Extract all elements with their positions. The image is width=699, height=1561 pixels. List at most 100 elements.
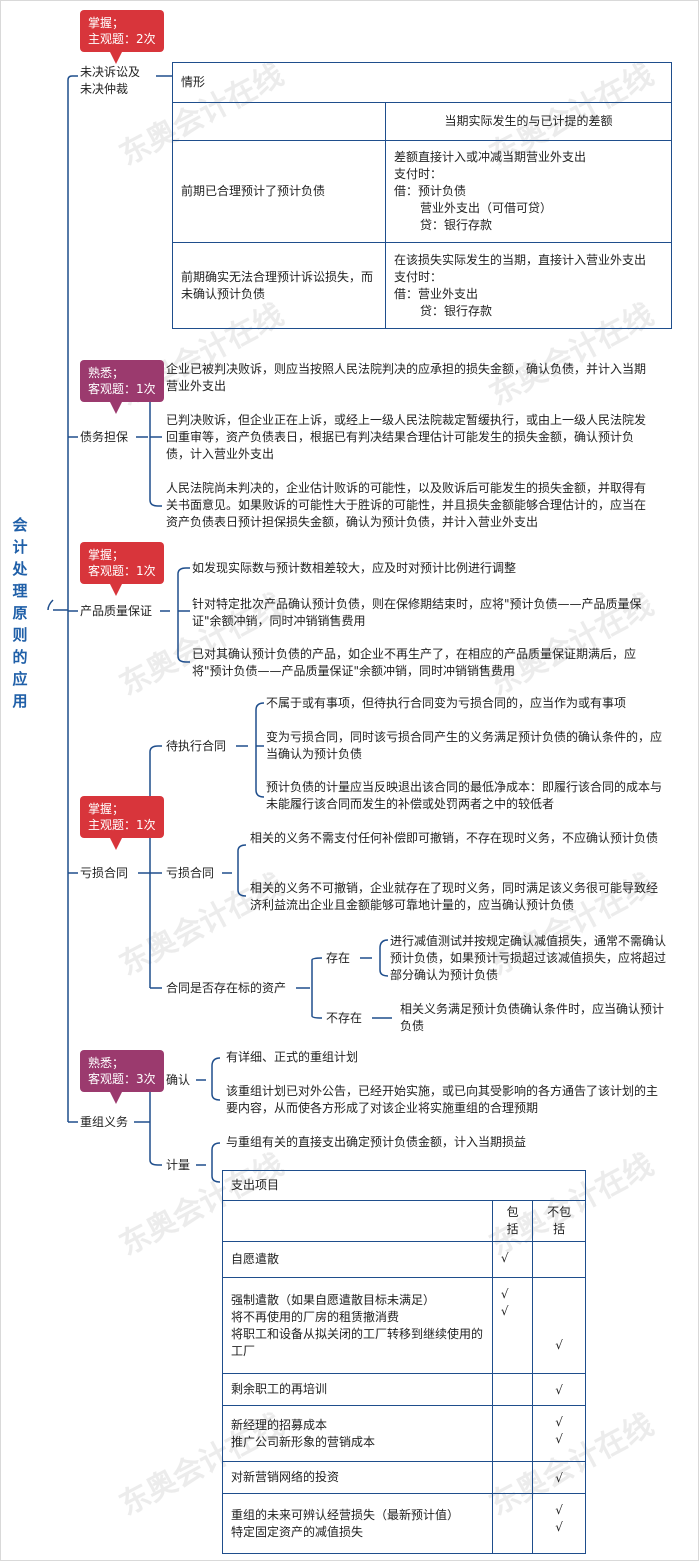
exclude-check: √ [555,1520,563,1534]
node-litigation-line2: 未决仲裁 [80,82,129,96]
exclude-cell [532,1241,586,1278]
badge-restructuring: 熟悉； 客观题：3次 [80,1050,164,1092]
expense-item: 强制遣散（如果自愿遣散目标未满足） [231,1292,436,1307]
badge-pointer [110,402,122,414]
badge-pointer [110,584,122,596]
badge-line: 熟悉； [88,366,125,380]
table-treatment: 在该损失实际发生的当期，直接计入营业外支出 支付时： 借：营业外支出 贷：银行存… [385,242,672,329]
exclude-check [541,1286,577,1303]
include-check [501,1414,524,1431]
treatment-line: 借：预计负债 [394,184,467,198]
expense-item-cell: 剩余职工的再培训 [222,1373,493,1406]
treatment-line: 贷：银行存款 [420,218,493,232]
badge-litigation: 掌握； 主观题：2次 [80,10,164,52]
recognize-item: 有详细、正式的重组计划 [226,1050,359,1064]
include-cell [491,1373,534,1406]
badge-line: 客观题：3次 [88,1072,156,1086]
include-check: √ [500,1287,509,1301]
include-cell [491,1493,534,1554]
table-case: 前期确实无法合理预计诉讼损失，而未确认预计负债 [172,242,386,329]
treatment-line: 贷：银行存款 [420,303,493,318]
badge-line: 客观题：1次 [88,564,156,578]
measure-text: 与重组有关的直接支出确定预计负债金额，计入当期损益 [226,1135,527,1149]
exclude-cell: √√ [532,1493,586,1554]
expense-rows: 自愿遣散√强制遣散（如果自愿遣散目标未满足）将不再使用的厂房的租赁撤消费将职工和… [222,1241,586,1554]
exclude-check: √ [555,1503,563,1517]
exclude-check: √ [555,1338,563,1352]
exclude-check: √ [555,1383,563,1397]
treatment-line: 差额直接计入或冲减当期营业外支出 [394,150,587,164]
not-exists-text: 相关义务满足预计负债确认条件时，应当确认预计负债 [400,1002,665,1033]
quality-item: 如发现实际数与预计数相差较大，应及时对预计比例进行调整 [192,561,517,575]
expense-item-cell: 自愿遣散 [222,1241,493,1278]
exists-label: 存在 [326,951,351,965]
node-restructuring: 重组义务 [80,1115,129,1129]
exclude-cell: √ [532,1461,586,1494]
diagram-title: 会计处理原则的应用 [10,514,30,712]
badge-line: 掌握； [88,16,125,30]
table-case: 前期已合理预计了预计负债 [172,140,386,243]
expense-item: 自愿遣散 [231,1252,280,1266]
badge-guarantee: 熟悉； 客观题：1次 [80,360,164,402]
treatment-line: 支付时： [394,167,443,181]
loss-item: 相关的义务不需支付任何补偿即可撤销，不存在现时义务，不应确认预计负债 [250,831,659,845]
badge-onerous: 掌握； 主观题：1次 [80,796,164,838]
include-check: √ [500,1304,509,1318]
treatment-line: 营业外支出（可借可贷） [420,201,553,215]
node-litigation-line1: 未决诉讼及 [80,65,141,79]
pending-item: 不属于或有事项，但待执行合同变为亏损合同的，应当作为或有事项 [266,696,627,710]
badge-line: 客观题：1次 [88,382,156,396]
include-cell [491,1461,534,1494]
node-guarantee: 债务担保 [80,430,129,444]
expense-item: 新经理的招募成本 [231,1417,328,1432]
table-subheader: 当期实际发生的与已计提的差额 [385,102,672,141]
pending-contract-label: 待执行合同 [166,739,227,753]
exclude-check [541,1303,577,1320]
recognize-label: 确认 [166,1073,191,1087]
exclude-cell: √ [532,1373,586,1406]
table-cell-empty [172,102,386,141]
expense-row: 对新营销网络的投资√ [222,1461,586,1494]
badge-line: 熟悉； [88,1056,125,1070]
expense-item: 特定固定资产的减值损失 [231,1524,364,1539]
guarantee-item: 企业已被判决败诉，则应当按照人民法院判决的应承担的损失金额，确认负债，并计入当期… [166,362,647,393]
guarantee-item: 已判决败诉，但企业正在上诉，或经上一级人民法院裁定暂缓执行，或由上一级人民法院发… [166,413,647,461]
exclude-cell: √√ [532,1405,586,1462]
exclude-check: √ [555,1471,563,1485]
loss-item: 相关的义务不可撤销，企业就存在了现时义务，同时满足该义务很可能导致经济利益流出企… [250,881,659,912]
expense-item: 将不再使用的厂房的租赁撤消费 [231,1309,400,1324]
node-onerous: 亏损合同 [80,866,129,880]
expense-table: 支出项目 包括 不包括 自愿遣散√强制遣散（如果自愿遣散目标未满足）将不再使用的… [222,1170,586,1554]
include-cell: √√ [491,1277,534,1374]
expense-item: 剩余职工的再培训 [231,1382,328,1396]
include-check [501,1470,524,1487]
expense-row: 自愿遣散 √ [222,1241,586,1278]
not-exists-label: 不存在 [326,1011,363,1025]
badge-line: 主观题：2次 [88,32,156,46]
include-check [501,1382,524,1399]
asset-label: 合同是否存在标的资产 [166,981,287,995]
table-cell-empty [222,1200,493,1242]
exclude-check: √ [555,1415,563,1429]
treatment-line: 在该损失实际发生的当期，直接计入营业外支出 [394,252,647,267]
loss-contract-label: 亏损合同 [166,866,215,880]
table-header: 情形 [172,62,672,103]
include-check [501,1502,524,1519]
include-check [501,1320,524,1354]
badge-quality: 掌握； 客观题：1次 [80,542,164,584]
badge-line: 主观题：1次 [88,818,156,832]
include-check: √ [500,1251,509,1265]
badge-line: 掌握； [88,802,125,816]
quality-item: 针对特定批次产品确认预计负债，则在保修期结束时，应将"预计负债——产品质量保证"… [192,597,642,628]
quality-item: 已对其确认预计负债的产品，如企业不再生产了，在相应的产品质量保证期满后，应将"预… [192,647,637,678]
treatment-line: 借：营业外支出 [394,286,479,301]
table-treatment: 差额直接计入或冲减当期营业外支出 支付时： 借：预计负债 营业外支出（可借可贷）… [385,140,672,243]
badge-pointer [110,838,122,850]
pending-item: 预计负债的计量应当反映退出该合同的最低净成本：即履行该合同的成本与未能履行该合同… [266,780,663,811]
node-quality: 产品质量保证 [80,604,153,618]
exists-text: 进行减值测试并按规定确认减值损失，通常不需确认预计负债，如果预计亏损超过该减值损… [390,934,667,982]
expense-row: 剩余职工的再培训 √ [222,1373,586,1406]
measure-label: 计量 [166,1158,191,1172]
guarantee-item: 人民法院尚未判决的，企业估计败诉的可能性，以及败诉后可能发生的损失金额，并取得有… [166,481,647,529]
col-include: 包括 [491,1200,534,1242]
